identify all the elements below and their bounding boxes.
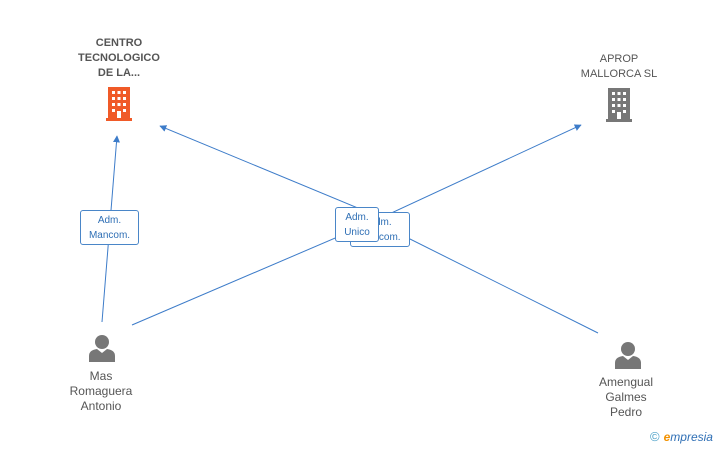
- company-name-line: DE LA...: [97, 67, 141, 79]
- building-icon[interactable]: [106, 87, 132, 121]
- role-line: Adm.: [97, 215, 122, 226]
- person-icon[interactable]: [615, 342, 641, 369]
- company-name-line: APROP: [599, 53, 639, 65]
- person-name-line: Antonio: [80, 399, 122, 413]
- building-icon[interactable]: [606, 88, 632, 122]
- person-name-line: Galmes: [605, 390, 647, 404]
- role-line: Adm.: [368, 217, 392, 228]
- person-name-line: Amengual: [598, 375, 654, 389]
- edge-to-centro: [159, 125, 383, 219]
- edge-to-aprop: [371, 124, 582, 223]
- brand-name: mpresia: [670, 430, 713, 444]
- copyright-symbol: ©: [650, 429, 660, 444]
- person-icon[interactable]: [89, 335, 115, 362]
- role-badge-mancom-left[interactable]: Adm. Mancom.: [80, 210, 139, 245]
- company-name-centro[interactable]: CENTRO TECNOLOGICO DE LA...: [58, 36, 180, 81]
- company-name-line: MALLORCA SL: [580, 68, 658, 80]
- brand-initial: e: [663, 430, 671, 444]
- role-line: Mancom.: [88, 230, 131, 241]
- person-name-line: Romaguera: [69, 384, 133, 398]
- edge-amengual: [381, 224, 599, 334]
- role-badge-unico[interactable]: Adm. Unico: [335, 207, 379, 242]
- person-name-amengual[interactable]: Amengual Galmes Pedro: [570, 375, 682, 420]
- role-line: Unico: [344, 227, 370, 238]
- company-name-line: TECNOLOGICO: [78, 52, 160, 64]
- role-line: Mancom.: [359, 232, 401, 243]
- company-name-aprop[interactable]: APROP MALLORCA SL: [560, 52, 678, 82]
- company-name-line: CENTRO: [95, 37, 143, 49]
- brand-logo[interactable]: ©empresia: [650, 429, 713, 444]
- person-name-line: Mas: [89, 369, 113, 383]
- role-line: Adm.: [345, 212, 369, 223]
- person-name-mas[interactable]: Mas Romaguera Antonio: [45, 369, 157, 414]
- person-name-line: Pedro: [609, 405, 643, 419]
